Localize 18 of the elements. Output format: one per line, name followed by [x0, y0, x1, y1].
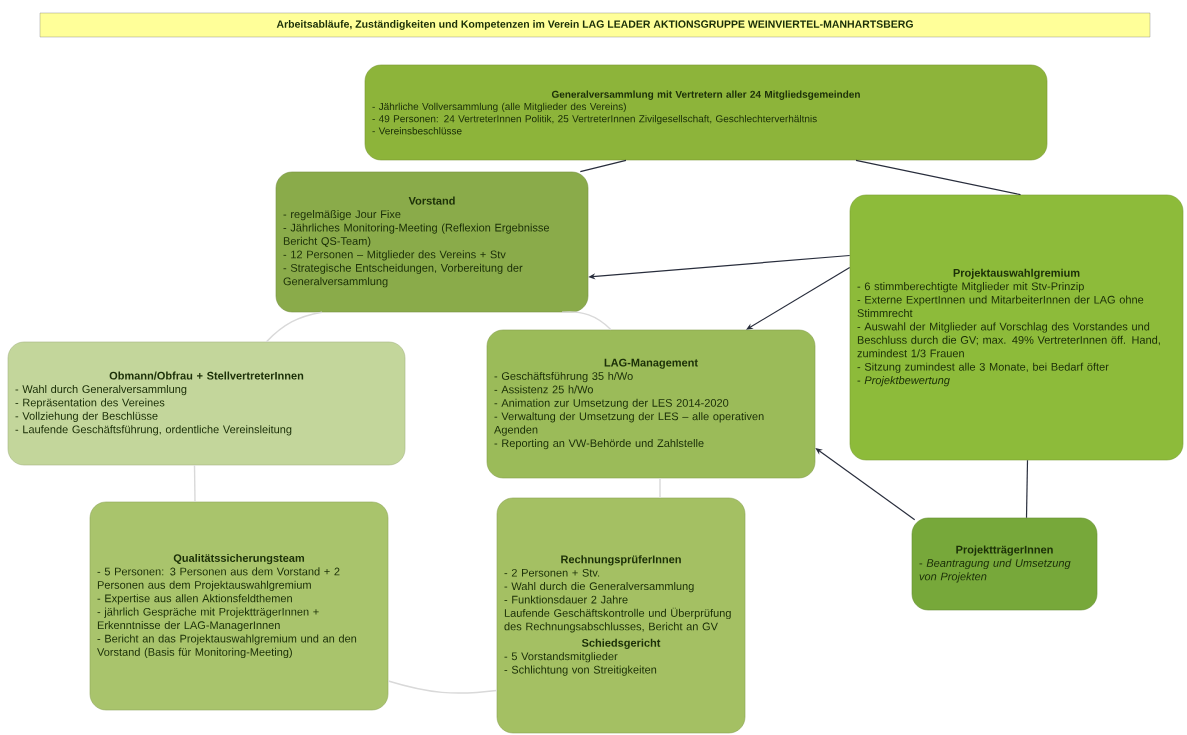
connector-line [1025, 459, 1029, 519]
org-box: Qualitätssicherungsteam - 5 Personen: 3 Personen aus dem Vorstand + 2 Personen aus dem Projektauswahlgremium - Expertise aus allen Aktionsfeldthemen - jährlich Gespräche mit ProjektträgerInnen + Erkenntnisse der LAG-ManagerInnen - Bericht an das Projektauswahlgremium und an den Vorstand (Basis für Monitoring-Meeting) [89, 501, 389, 711]
org-box: Obmann/Obfrau + StellvertreterInnen - Wahl durch Generalversammlung - Repräsentation des Vereines - Vollziehung der Beschlüsse - Laufende Geschäftsführung, ordentliche Vereinsleitung [7, 341, 406, 466]
org-box: LAG-Management - Geschäftsführung 35 h/Wo - Assistenz 25 h/Wo - Animation zur Umsetzung der LES 2014-2020 - Verwaltung der Umsetzung der LES – alle operativen Agenden - Reporting an VW-Behörde und Zahlstelle [486, 329, 816, 479]
connector-line [561, 311, 612, 331]
connector-line [387, 680, 498, 694]
arrow [815, 448, 916, 521]
arrow [746, 266, 851, 330]
connector-line [193, 464, 196, 503]
connector-line [579, 159, 627, 173]
org-box: ProjektträgerInnen - Beantragung und Umsetzung von Projekten [911, 517, 1098, 611]
org-box: Projektauswahlgremium - 6 stimmberechtigte Mitglieder mit Stv-Prinzip - Externe ExpertInnen und MitarbeiterInnen der LAG ohne Stimmrecht - Auswahl der Mitglieder auf Vorschlag des Vorstandes und Beschluss durch die GV; max. 49% VertreterInnen öff. Hand, zumindest 1/3 Frauen - Sitzung zumindest alle 3 Monate, bei Bedarf öfter - Projektbewertung [849, 194, 1184, 461]
org-box: Vorstand - regelmäßige Jour Fixe - Jährliches Monitoring-Meeting (Reflexion Ergebnisse Bericht QS-Team) - 12 Personen – Mitglieder des Vereins + Stv - Strategische Entscheidungen, Vorbereitung der Generalversammlung [275, 171, 589, 313]
connector-line [855, 159, 1022, 196]
title-banner: Arbeitsabläufe, Zuständigkeiten und Kompetenzen im Verein LAG LEADER AKTIONSGRUPPE WEINVIERTEL-MANHARTSBERG [39, 12, 1151, 38]
org-box: Generalversammlung mit Vertretern aller 24 Mitgliedsgemeinden - Jährliche Vollversammlung (alle Mitglieder des Vereins) - 49 Personen: 24 VertreterInnen Politik, 25 VertreterInnen Zivilgesellschaft, Geschlechterverhältnis - Vereinsbeschlüsse [364, 64, 1048, 161]
org-box: RechnungsprüferInnen - 2 Personen + Stv. - Wahl durch die Generalversammlung - Funktionsdauer 2 Jahre Laufende Geschäftskontrolle und Überprüfung des Rechnungsabschlusses, Bericht an GV Schiedsgericht - 5 Vorstandsmitglieder - Schlichtung von Streitigkeiten [496, 497, 746, 734]
connector-line [265, 311, 323, 343]
